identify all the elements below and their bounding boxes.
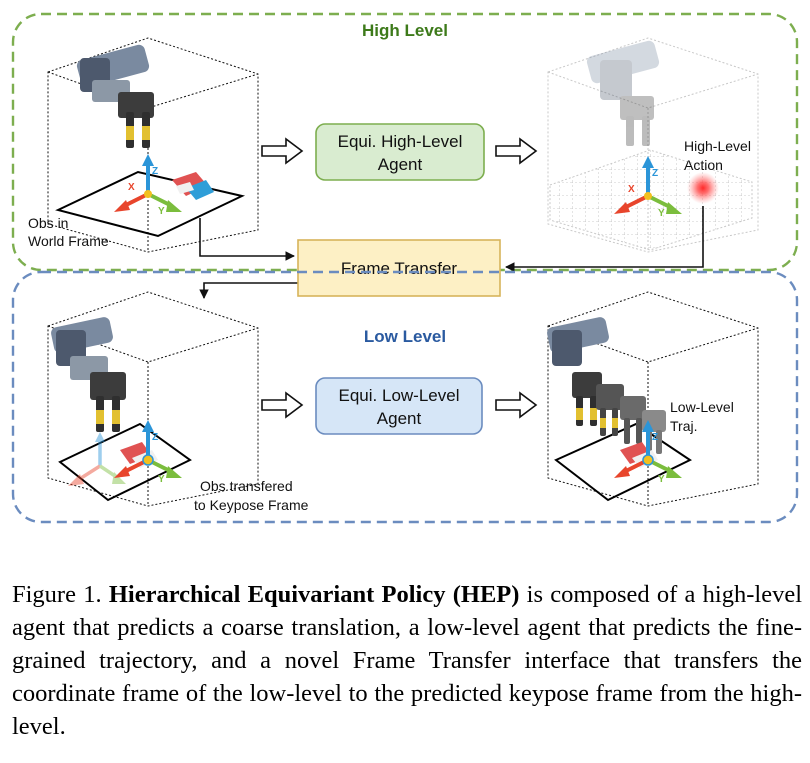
axis-z-label-2: Z (652, 168, 658, 179)
traj-floor (554, 422, 693, 502)
axis-y-label-3: Y (158, 474, 165, 485)
faded-world-axes (68, 432, 126, 486)
obs-world-label-line1: Obs in (28, 215, 68, 231)
low-level-agent-box (315, 377, 483, 435)
high-action-label-1: High-Level (684, 138, 751, 154)
high-level-agent-label-2: Agent (378, 155, 423, 174)
traj-frame-axes: Z Y (614, 420, 682, 485)
axis-y-label-4: Y (658, 474, 665, 485)
axis-y-label: Y (158, 206, 165, 217)
axis-z-label-3: Z (152, 432, 158, 443)
axis-x-label-2: X (628, 184, 635, 195)
frame-transfer-to-low (199, 282, 298, 299)
obs-keypose-label-2: to Keypose Frame (194, 497, 309, 513)
low-level-region (11, 270, 799, 524)
high-level-agent-label-1: Equi. High-Level (338, 132, 463, 151)
low-level-agent-label-1: Equi. Low-Level (339, 386, 460, 405)
high-action-label-2: Action (684, 157, 723, 173)
high-level-agent-box (315, 123, 485, 181)
obs-keypose-label-1: Obs transfered (200, 478, 293, 494)
low-traj-label-1: Low-Level (670, 399, 734, 415)
world-frame-axes: Z X Y (114, 154, 182, 217)
axis-z-label: Z (152, 166, 158, 177)
axis-x-label: X (128, 182, 135, 193)
low-level-agent-label-2: Agent (377, 409, 422, 428)
robot-arm-faded (586, 40, 660, 146)
hollow-arrow-high-1 (261, 137, 304, 165)
axis-y-label-2: Y (658, 208, 665, 219)
hollow-arrow-low-1 (261, 391, 304, 419)
world-obs-to-frame-transfer (199, 218, 295, 261)
axis-z-label-4: Z (652, 432, 658, 443)
target-object-world (172, 172, 214, 200)
caption-rest: is composed of a high-level agent that p… (12, 581, 802, 740)
high-level-action-point (687, 172, 719, 204)
obs-world-label-line2: World Frame (28, 233, 109, 249)
low-traj-label-2: Traj. (670, 418, 697, 434)
low-level-title: Low Level (364, 327, 446, 346)
world-frame-floor (55, 170, 246, 238)
hollow-arrow-high-2 (495, 137, 538, 165)
caption-bold: Hierarchical Equivariant Policy (HEP) (108, 581, 520, 608)
frame-transfer-label: Frame Transfer (341, 259, 458, 278)
keypose-frame-axes: Z Y (114, 420, 182, 485)
robot-arm-world (76, 44, 154, 148)
frame-transfer-box (297, 239, 501, 297)
high-level-title: High Level (362, 21, 448, 40)
caption-lead: Figure 1. (12, 581, 109, 608)
action-to-frame-transfer (505, 206, 704, 272)
robot-arm-keypose (51, 317, 126, 432)
hep-figure: High Level Z X Y Obs in World Frame (11, 12, 799, 524)
high-level-frame-axes: Z X Y (614, 156, 682, 219)
hollow-arrow-low-2 (495, 391, 538, 419)
keypose-floor (58, 422, 192, 502)
figure-caption: Figure 1. Hierarchical Equivariant Polic… (12, 578, 802, 743)
